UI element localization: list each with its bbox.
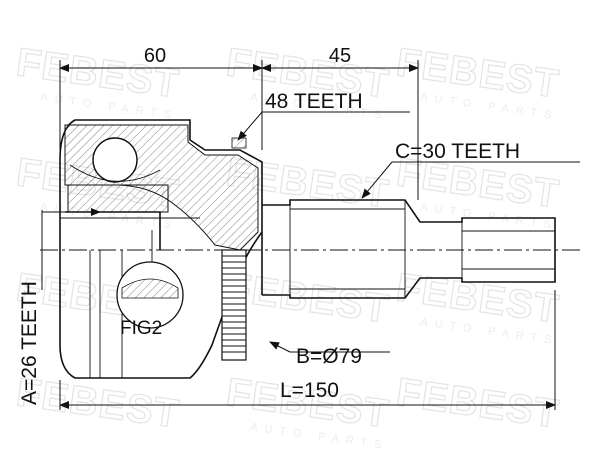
watermark-logo-12: FEBEST: [394, 370, 562, 436]
seal-diameter-label: B=Ø79: [296, 345, 362, 368]
leader-lines: [237, 111, 580, 353]
abs-ring-teeth: [222, 255, 246, 353]
watermark-logo-9: FEBEST: [394, 265, 562, 331]
cage-curve: [69, 164, 161, 182]
outer-spline-label: C=30 TEETH: [395, 140, 520, 163]
stub-shaft-outline: [262, 199, 556, 299]
leader-seal: [269, 341, 291, 353]
abs-teeth-label: 48 TEETH: [265, 90, 363, 113]
dim-right-length-label: 45: [329, 45, 351, 67]
watermark-logo-3: FEBEST: [394, 40, 562, 106]
dim-left-length-label: 60: [144, 45, 166, 67]
total-length-label: L=150: [280, 379, 339, 402]
inner-race-hatch: [67, 184, 169, 213]
figure-ref-label: FIG2: [120, 318, 162, 339]
leader-abs-teeth: [237, 111, 263, 141]
inner-spline-label: A=26 TEETH: [18, 281, 41, 405]
dimension-lines: [41, 60, 556, 410]
abs-ring-body: [221, 249, 247, 361]
stub-shaft: [261, 199, 556, 299]
leader-outer-spline: [361, 161, 393, 199]
detail-hatch: [121, 278, 179, 299]
abs-ring: [221, 137, 247, 361]
joint-housing: [59, 119, 263, 379]
ball-bearing: [92, 137, 138, 183]
